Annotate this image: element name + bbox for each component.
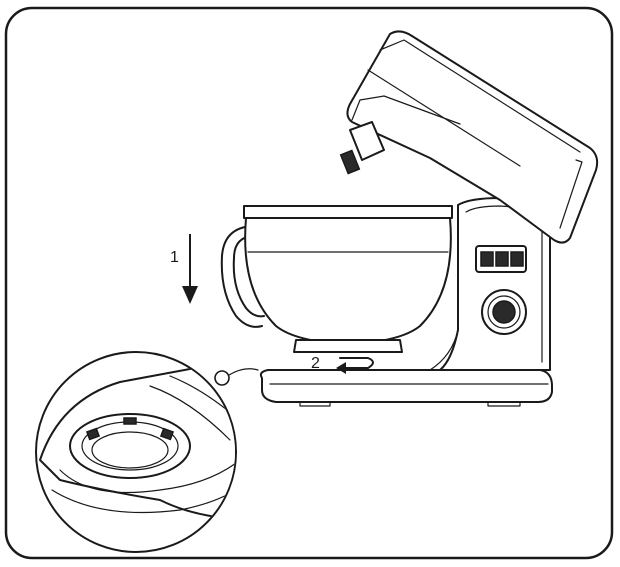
control-display xyxy=(475,245,527,273)
step-2-arrow xyxy=(336,357,374,374)
step-2-label: 2 xyxy=(311,355,320,372)
mixing-bowl xyxy=(220,205,453,353)
detail-callout-link xyxy=(214,368,259,386)
diagram-frame xyxy=(4,6,614,560)
speed-dial-knob xyxy=(481,289,527,335)
mixer-base xyxy=(259,369,553,403)
mixer-head xyxy=(346,30,599,244)
step-1-label: 1 xyxy=(170,249,179,266)
bowl-coupling-detail xyxy=(69,413,191,479)
step-1-arrow xyxy=(182,234,198,304)
detail-magnifier xyxy=(35,351,237,553)
stand-mixer xyxy=(220,30,599,407)
